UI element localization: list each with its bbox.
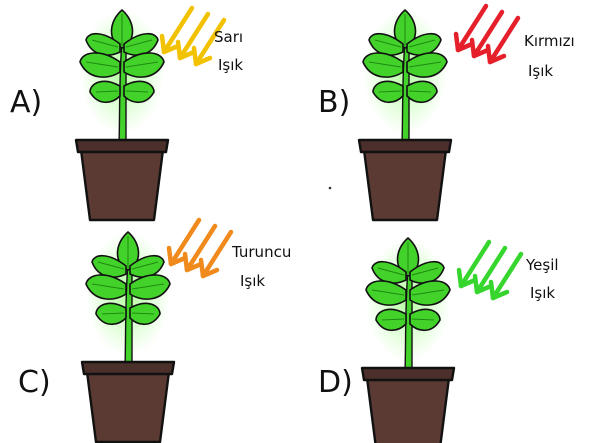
plant-c <box>86 232 170 367</box>
stray-dot <box>329 187 332 190</box>
pot-a <box>76 140 168 220</box>
light-name-c: Turuncu <box>231 243 291 261</box>
pot-rim <box>362 368 454 380</box>
pot-rim <box>359 140 451 152</box>
panel-letter-a: A) <box>10 85 42 120</box>
panel-a: A) Sarı Işık <box>10 8 243 220</box>
light-name-a: Sarı <box>214 28 243 46</box>
light-arrows-d <box>459 242 521 298</box>
panel-d: D) Yeşil Işık <box>318 238 559 443</box>
panel-letter-c: C) <box>18 365 51 400</box>
light-word-a: Işık <box>218 56 243 74</box>
light-name-d: Yeşil <box>525 256 559 274</box>
panel-c: C) Turuncu Işık <box>18 220 291 442</box>
light-arrows-c <box>169 220 231 276</box>
light-word-b: Işık <box>528 62 553 80</box>
pot-body <box>80 142 164 220</box>
pot-rim <box>82 362 174 374</box>
panel-letter-b: B) <box>318 85 350 120</box>
light-arrows-b <box>456 6 518 62</box>
light-name-b: Kırmızı <box>524 32 575 50</box>
pot-body <box>363 142 447 220</box>
light-word-c: Işık <box>240 272 265 290</box>
pot-rim <box>76 140 168 152</box>
plant-a <box>80 10 164 145</box>
light-word-d: Işık <box>530 284 555 302</box>
panel-letter-d: D) <box>318 365 353 400</box>
plant-d <box>366 238 450 373</box>
pot-c <box>82 362 174 442</box>
pot-b <box>359 140 451 220</box>
panel-b: B) Kırmızı Işık <box>318 6 575 220</box>
pot-d <box>362 368 454 443</box>
plant-b <box>363 10 447 145</box>
pot-body <box>86 364 170 442</box>
